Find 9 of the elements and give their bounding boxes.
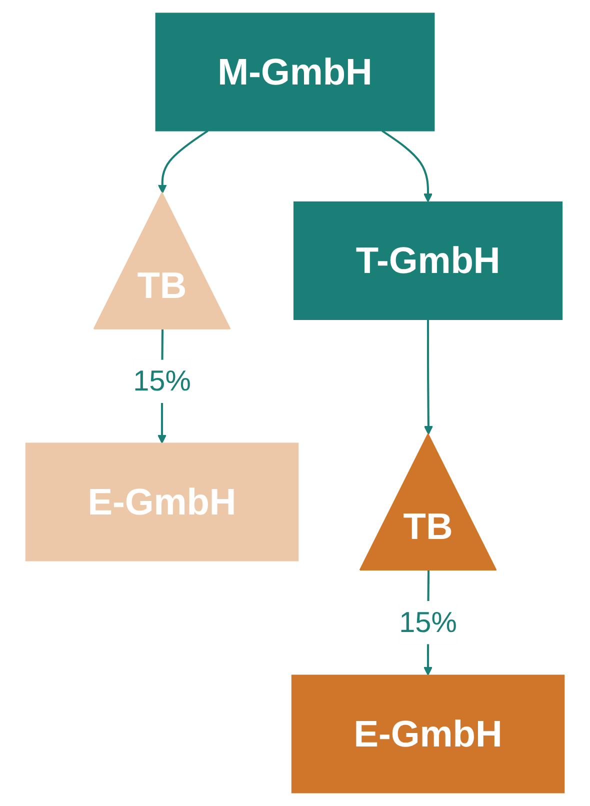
node-box: M-GmbH <box>155 12 435 132</box>
node-box: T-GmbH <box>293 201 563 320</box>
arrow <box>382 130 433 202</box>
node-box: E-GmbH <box>291 674 565 794</box>
node-box: E-GmbH <box>25 442 299 562</box>
arrow <box>424 319 433 435</box>
edge-label: 15% <box>399 606 457 638</box>
edge-label: 15% <box>133 364 191 397</box>
arrow <box>158 130 208 194</box>
